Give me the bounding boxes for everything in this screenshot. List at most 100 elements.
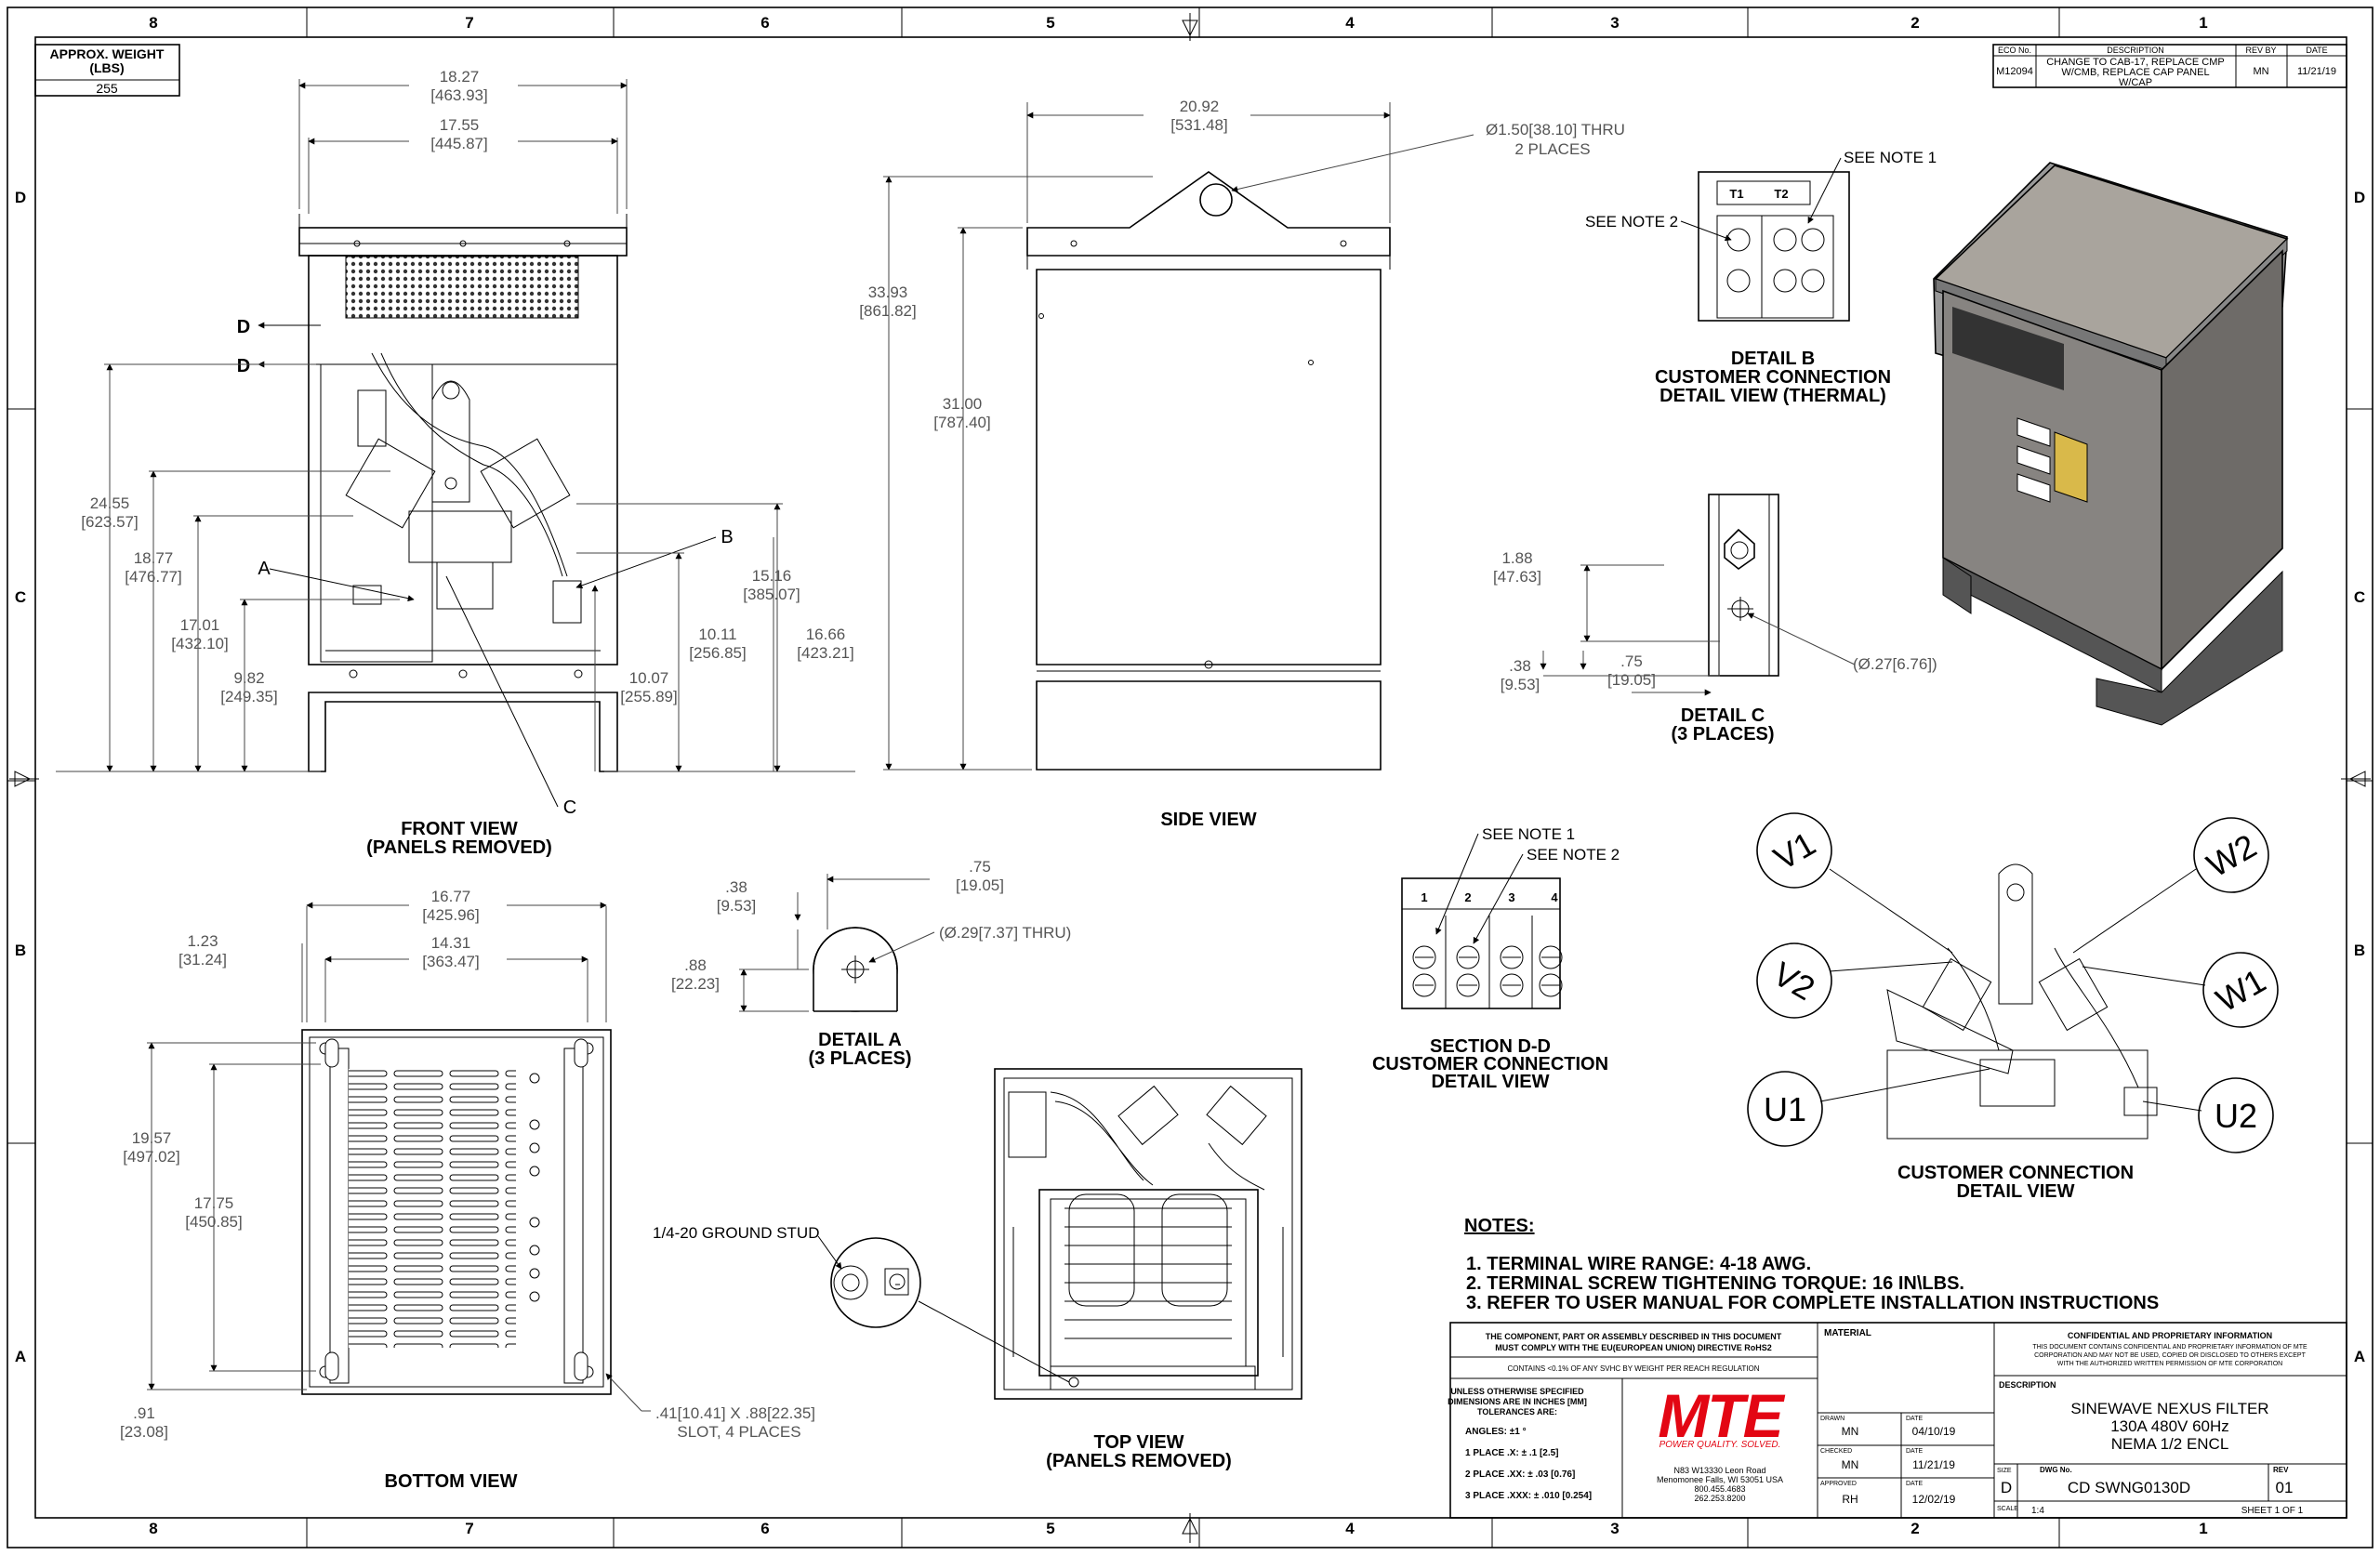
label-text: CUSTOMER CONNECTION (1372, 1054, 1608, 1074)
label-text: CONTAINS <0.1% OF ANY SVHC BY WEIGHT PER… (1507, 1364, 1759, 1373)
label-text: .88 (684, 956, 707, 974)
label-text: .91 (133, 1404, 155, 1422)
label-text: REV BY (2245, 46, 2276, 55)
hole-note: Ø1.50[38.10] THRU (1486, 121, 1625, 138)
side-view-title: SIDE VIEW (1160, 810, 1256, 830)
drawing-description: SINEWAVE NEXUS FILTER (2070, 1400, 2268, 1417)
label-text: [476.77] (125, 568, 181, 586)
label-text: DESCRIPTION (1999, 1380, 2056, 1390)
front-view-subtitle: (PANELS REMOVED) (366, 837, 552, 858)
label-text: 1 PLACE .X: ± .1 [2.5] (1465, 1448, 1559, 1458)
detail-c-hole: (Ø.27[6.76]) (1853, 655, 1937, 673)
label-text: SLOT, 4 PLACES (677, 1423, 800, 1441)
zone-row: A (15, 1348, 26, 1365)
label-text: .75 (1620, 652, 1643, 670)
label-text: [787.40] (933, 414, 990, 431)
label-text: 33.93 (868, 283, 908, 301)
customer-connection-title: CUSTOMER CONNECTION (1897, 1163, 2134, 1183)
rev-by: MN (2253, 66, 2268, 77)
detail-b: T1 T2 SEE NOTE 2 SEE NOTE 1 DETAIL B CUS… (1585, 149, 1937, 406)
label-text: TOLERANCES ARE: (1477, 1407, 1557, 1417)
zone-col: 1 (2199, 14, 2207, 32)
title-block: THE COMPONENT, PART OR ASSEMBLY DESCRIBE… (1448, 1322, 2347, 1519)
section-dd: 1 2 3 4 SEE NOTE 1 SEE NOTE 2 SECTION D-… (1372, 825, 1620, 1092)
section-dd-title: SECTION D-D (1430, 1036, 1551, 1057)
label-text: DATE (1906, 1448, 1923, 1455)
zone-row: C (2354, 588, 2365, 606)
front-view-title: FRONT VIEW (401, 819, 518, 839)
terminal-u2: U2 (2215, 1097, 2257, 1135)
label-text: [9.53] (1501, 676, 1540, 693)
label-text: APPROVED (1820, 1481, 1857, 1487)
label-text: D (2001, 1479, 2012, 1496)
label-text: [531.48] (1170, 116, 1227, 134)
label-text: (3 PLACES) (808, 1048, 911, 1069)
zone-row: D (2354, 189, 2365, 206)
label-text: DESCRIPTION (2107, 46, 2164, 55)
label-text: MUST COMPLY WITH THE EU(EUROPEAN UNION) … (1495, 1343, 1772, 1352)
notes-title: NOTES: (1464, 1216, 1535, 1236)
detail-a-title: DETAIL A (818, 1030, 902, 1050)
weight-unit: (LBS) (89, 60, 124, 75)
zone-col: 7 (465, 14, 473, 32)
see-note-2: SEE NOTE 2 (1527, 846, 1620, 863)
label-text: Menomonee Falls, WI 53051 USA (1657, 1475, 1783, 1484)
zone-col: 2 (1911, 14, 1919, 32)
label-text: REV (2273, 1466, 2289, 1474)
label-text: CORPORATION AND MAY NOT BE USED, COPIED … (2034, 1352, 2306, 1359)
label-text: 19.57 (132, 1129, 172, 1147)
label-text: MN (1842, 1425, 1859, 1438)
label-text: SHEET 1 OF 1 (2241, 1506, 2304, 1516)
label-text: 1:4 (2031, 1506, 2044, 1516)
label-text: 800.455.4683 (1694, 1484, 1745, 1494)
label-text: 10.07 (629, 669, 669, 687)
label-text: 04/10/19 (1912, 1425, 1956, 1438)
label-text: .38 (1509, 657, 1531, 675)
zone-col: 6 (760, 14, 769, 32)
label-text: DETAIL VIEW (1956, 1181, 2074, 1202)
weight-value: 255 (96, 81, 118, 96)
label-text: T1 (1729, 187, 1743, 201)
label-text: 16.77 (431, 888, 471, 905)
label-text: 2 PLACES (1514, 140, 1590, 158)
label-text: ANGLES: ±1 ° (1465, 1427, 1527, 1437)
note-item: 1. TERMINAL WIRE RANGE: 4-18 AWG. (1466, 1254, 1811, 1274)
label-text: MN (1842, 1458, 1859, 1471)
label-text: N83 W13330 Leon Road (1673, 1466, 1765, 1475)
section-d-label: D (237, 356, 250, 376)
detail-b-title: DETAIL B (1731, 349, 1815, 369)
zone-col: 2 (1911, 1520, 1919, 1537)
label-text: [19.05] (956, 876, 1004, 894)
front-view: D D A B C (56, 68, 855, 858)
label-text: [450.85] (185, 1213, 242, 1231)
label-text: THIS DOCUMENT CONTAINS CONFIDENTIAL AND … (2032, 1344, 2307, 1351)
label-text: DRAWN (1820, 1416, 1844, 1422)
label-text: [623.57] (81, 513, 138, 531)
zone-col: 3 (1610, 1520, 1619, 1537)
label-text: SCALE (1997, 1506, 2018, 1512)
detail-a: .38[9.53] .75[19.05] .88[22.23] (Ø.29[7.… (671, 858, 1071, 1069)
label-text: [861.82] (859, 302, 916, 320)
label-text: UNLESS OTHERWISE SPECIFIED (1450, 1387, 1584, 1396)
label-text: DIMENSIONS ARE IN INCHES [MM] (1448, 1397, 1587, 1406)
label-text: CUSTOMER CONNECTION (1655, 367, 1891, 388)
zone-col: 1 (2199, 1520, 2207, 1537)
label-text: 1.23 (187, 932, 218, 950)
side-view: 20.92[531.48] 33.93[861.82] 31.00[787.40… (859, 98, 1625, 830)
label-text: WITH THE AUTHORIZED WRITTEN PERMISSION O… (2057, 1361, 2282, 1367)
detail-a-callout: A (258, 559, 271, 579)
zone-col: 6 (760, 1520, 769, 1537)
see-note-1: SEE NOTE 1 (1844, 149, 1937, 166)
zone-col: 4 (1345, 1520, 1355, 1537)
label-text: W/CMB, REPLACE CAP PANEL (2061, 67, 2209, 78)
note-item: 3. REFER TO USER MANUAL FOR COMPLETE INS… (1466, 1293, 2159, 1313)
label-text: DATE (2306, 46, 2327, 55)
label-text: 14.31 (431, 934, 471, 952)
label-text: [9.53] (717, 897, 757, 915)
zone-col: 3 (1610, 14, 1619, 32)
label-text: CONFIDENTIAL AND PROPRIETARY INFORMATION (2068, 1331, 2272, 1340)
label-text: 1 (1421, 890, 1427, 904)
label-text: [385.07] (743, 586, 800, 603)
label-text: [23.08] (120, 1423, 168, 1441)
